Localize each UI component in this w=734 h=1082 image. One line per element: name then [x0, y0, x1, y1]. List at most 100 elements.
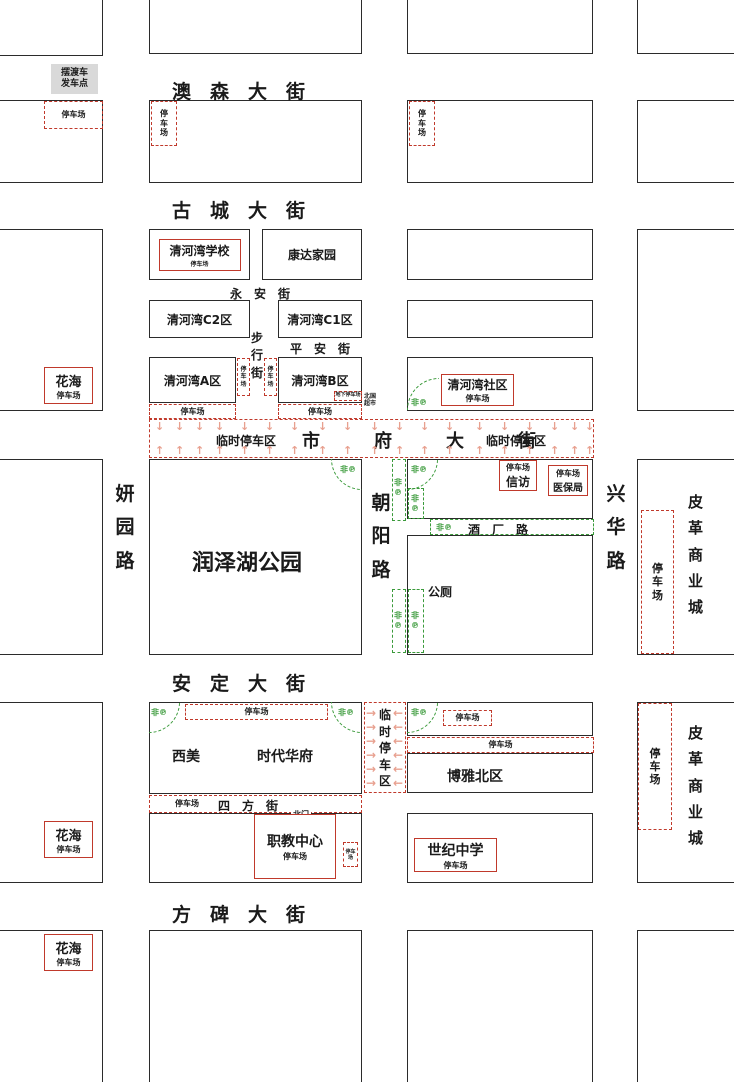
temp-zone-shifu[interactable] [149, 419, 594, 458]
parking-arrow-down: ↓ [550, 420, 560, 433]
parking-shiji[interactable]: 世纪中学停车场 [414, 838, 497, 872]
street-xinghua: 兴华路 [606, 483, 626, 572]
block-runze-park [149, 459, 362, 655]
street-yongan: 永 安 街 [230, 287, 291, 301]
parking-yibaoju[interactable]: 停车场医保局 [548, 465, 588, 496]
parking-qhw-a-south[interactable]: 停车场 [149, 404, 236, 419]
nonmotor-jiuchang[interactable]: 非℗ [436, 523, 452, 532]
parking-r4c2-top[interactable]: 停车场 [443, 710, 492, 726]
parking-sifang[interactable]: 停车场 [149, 795, 362, 813]
street-gucheng: 古 城 大 街 [172, 200, 306, 222]
parking-boya-north[interactable]: 停车场 [407, 737, 594, 753]
parking-pige-lower[interactable]: 停车场 [638, 703, 672, 830]
temp-zone-chaoyang[interactable] [364, 702, 406, 793]
nonmotor-xime-e[interactable]: 非℗ [338, 708, 354, 717]
place-xime[interactable]: 西美 [172, 749, 200, 765]
block-r1-c2 [407, 100, 593, 183]
place-boya[interactable]: 博雅北区 [447, 769, 503, 785]
block-r3-c0 [0, 459, 103, 655]
parking-arrow-up: ↑ [195, 444, 205, 457]
block-r1-c1 [149, 100, 362, 183]
parking-arrow-up: ↑ [215, 444, 225, 457]
nonmotor-arc-xime-w [149, 702, 180, 733]
parking-arrow-up: ↑ [370, 444, 380, 457]
parking-arrow-left: ← [393, 734, 404, 748]
block-r1-c3 [637, 100, 734, 183]
block-r5-c2 [407, 930, 593, 1082]
place-pige-lower[interactable]: 皮革商业城 [688, 724, 704, 847]
parking-huahai-2[interactable]: 花海停车场 [44, 821, 93, 858]
parking-r1-left[interactable]: 停车场 [44, 101, 103, 129]
nonmotor-lane-chaoyang-s2[interactable] [408, 589, 424, 653]
parking-arrow-right: → [366, 734, 377, 748]
nonmotor-community[interactable]: 非℗ [411, 398, 427, 407]
parking-qhw-community[interactable]: 清河湾社区 停车场 [441, 374, 514, 406]
place-pige-upper[interactable]: 皮革商业城 [688, 493, 704, 616]
shuttle-stop[interactable]: 摆渡车发车点 [51, 64, 98, 94]
parking-xinfang[interactable]: 停车场信访 [499, 460, 537, 491]
parking-arrow-left: ← [393, 762, 404, 776]
block-r2-c3 [637, 229, 734, 411]
parking-walk-b[interactable]: 停车场 [264, 358, 277, 396]
block-r2-c2-a [407, 229, 593, 280]
parking-r1-c1[interactable]: 停车场 [151, 101, 177, 146]
parking-arrow-left: ← [393, 776, 404, 790]
parking-pige-upper[interactable]: 停车场 [641, 510, 674, 654]
nonmotor-r4c2[interactable]: 非℗ [411, 708, 427, 717]
parking-arrow-down: ↓ [420, 420, 430, 433]
parking-arrow-down: ↓ [215, 420, 225, 433]
parking-walk-a[interactable]: 停车场 [237, 358, 250, 396]
parking-arrow-up: ↑ [445, 444, 455, 457]
parking-arrow-right: → [366, 776, 377, 790]
parking-zhijiao-side[interactable]: 停车场 [343, 842, 358, 867]
parking-arrow-up: ↑ [550, 444, 560, 457]
temp-zone-shifu-east-label: 临时停车区 [486, 434, 547, 448]
nonmotor-chaoyang-s2: 非℗ [411, 611, 419, 630]
building-qhw-school: 清河湾学校 停车场 [149, 229, 250, 280]
parking-zhijiao[interactable]: 职教中心停车场 [254, 814, 336, 879]
parking-xime-north[interactable]: 停车场 [185, 704, 328, 720]
store-beiguo: 北国超市 [364, 393, 377, 408]
building-qhw-b: 清河湾B区 [278, 357, 362, 403]
street-buxing: 步行街 [250, 331, 263, 380]
nonmotor-chaoyang-n2: 非℗ [411, 494, 419, 513]
place-runze-park[interactable]: 润泽湖公园 [192, 551, 303, 576]
parking-qhw-school[interactable]: 清河湾学校 停车场 [158, 238, 241, 271]
nonmotor-park[interactable]: 非℗ [340, 465, 356, 474]
nonmotor-xinfang[interactable]: 非℗ [411, 465, 427, 474]
nonmotor-lane-chaoyang-s[interactable] [392, 589, 406, 653]
parking-underground[interactable]: 地下停车场 [334, 391, 362, 401]
parking-arrow-down: ↓ [240, 420, 250, 433]
parking-arrow-down: ↓ [195, 420, 205, 433]
parking-arrow-down: ↓ [370, 420, 380, 433]
street-yanyuan: 妍园路 [115, 483, 135, 572]
parking-arrow-up: ↑ [343, 444, 353, 457]
parking-arrow-down: ↓ [265, 420, 275, 433]
street-jiuchang: 酒 厂 路 [468, 523, 529, 537]
place-shidai[interactable]: 时代华府 [257, 749, 313, 765]
street-shifu: 市 府 大 街 [302, 431, 536, 452]
parking-arrow-right: → [366, 748, 377, 762]
parking-arrow-down: ↓ [155, 420, 165, 433]
parking-arrow-right: → [366, 706, 377, 720]
parking-arrow-up: ↑ [395, 444, 405, 457]
parking-arrow-down: ↓ [525, 420, 535, 433]
nonmotor-chaoyang-s: 非℗ [394, 611, 402, 630]
street-anding: 安 定 大 街 [172, 673, 306, 695]
parking-arrow-up: ↑ [420, 444, 430, 457]
parking-arrow-down: ↓ [475, 420, 485, 433]
parking-arrow-down: ↓ [290, 420, 300, 433]
parking-qhw-b-south[interactable]: 停车场 [278, 404, 362, 419]
parking-r1-c2[interactable]: 停车场 [409, 101, 435, 146]
parking-huahai-3[interactable]: 花海停车场 [44, 934, 93, 971]
nonmotor-lane-chaoyang-n[interactable] [392, 459, 406, 521]
nonmotor-jiuchang-road [430, 519, 594, 535]
building-qhw-c2: 清河湾C2区 [149, 300, 250, 338]
block-r4-c2-top [407, 702, 593, 736]
place-toilet[interactable]: 公厕 [428, 585, 453, 599]
block-r4-c3 [637, 702, 734, 883]
parking-arrow-up: ↑ [240, 444, 250, 457]
parking-arrow-up: ↑ [475, 444, 485, 457]
parking-huahai-1[interactable]: 花海停车场 [44, 367, 93, 404]
nonmotor-xime-w[interactable]: 非℗ [151, 708, 167, 717]
